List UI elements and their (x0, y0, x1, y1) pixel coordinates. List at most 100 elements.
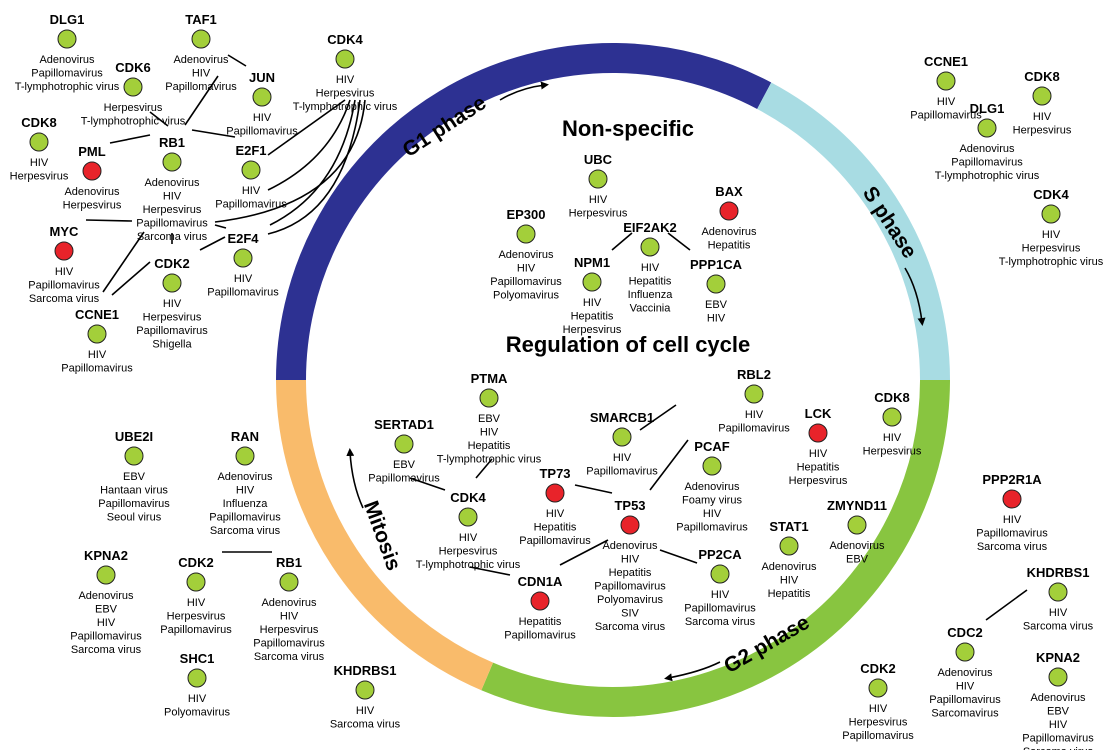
gene-name: CDK6 (115, 60, 150, 75)
virus-label: T-lymphotrophic virus (293, 101, 398, 113)
gene-dot-green (191, 29, 211, 49)
virus-label: HIV (883, 432, 902, 444)
edge-myc-papilloma (85, 219, 133, 222)
virus-label: Adenovirus (498, 249, 554, 261)
gene-dot-green (124, 446, 144, 466)
gene-dot-green (279, 572, 299, 592)
gene-name: PML (78, 144, 106, 159)
virus-label: EBV (1047, 706, 1070, 718)
virus-label: Papillomavirus (160, 624, 232, 636)
virus-label: Foamy virus (682, 495, 742, 507)
virus-label: T-lymphotrophic virus (416, 559, 521, 571)
edge-khdrbs1-cdc2 (985, 589, 1028, 621)
edge-cdk4-e2f4-d (214, 99, 366, 223)
edge-ccne1-rb1-a (102, 231, 145, 293)
virus-label: Hantaan virus (100, 485, 168, 497)
virus-label: Papillomavirus (215, 199, 287, 211)
virus-label: HIV (780, 575, 799, 587)
virus-label: Sarcoma virus (210, 525, 281, 537)
virus-label: HIV (517, 263, 536, 275)
gene-dot-green (355, 680, 375, 700)
gene-name: RBL2 (737, 367, 771, 382)
gene-node-kpna2_br: KPNA2AdenovirusEBVHIVPapillomavirusSarco… (1022, 650, 1094, 750)
mitosis-arrow (346, 448, 364, 509)
virus-label: T-lymphotrophic virus (15, 81, 120, 93)
virus-label: HIV (621, 554, 640, 566)
virus-label: Adenovirus (217, 471, 273, 483)
gene-dot-green (394, 434, 414, 454)
virus-label: Papillomavirus (504, 630, 576, 642)
virus-label: Papillomavirus (976, 528, 1048, 540)
virus-label: Sarcoma virus (1023, 621, 1094, 633)
virus-label: Herpesvirus (167, 611, 226, 623)
virus-label: Sarcoma virus (254, 651, 325, 663)
virus-label: Papillomavirus (718, 423, 790, 435)
virus-label: Hepatitis (609, 567, 652, 579)
gene-dot-red (530, 591, 550, 611)
gene-name: SMARCB1 (590, 410, 654, 425)
virus-label: Herpesvirus (439, 546, 498, 558)
gene-dot-green (582, 272, 602, 292)
virus-label: EBV (478, 413, 501, 425)
virus-label: HIV (192, 68, 211, 80)
virus-label: Sarcoma virus (977, 541, 1048, 553)
edge-tp53-cdn1a (559, 539, 609, 566)
gene-name: DLG1 (50, 12, 85, 27)
virus-label: HIV (703, 508, 722, 520)
virus-label: EBV (846, 554, 869, 566)
virus-label: Papillomavirus (28, 280, 100, 292)
virus-label: Papillomavirus (676, 522, 748, 534)
gene-node-ep300: EP300AdenovirusHIVPapillomavirusPolyomav… (490, 207, 562, 302)
gene-name: TP73 (539, 466, 570, 481)
virus-label: HIV (97, 617, 116, 629)
virus-label: Herpesvirus (316, 88, 375, 100)
virus-label: Herpesvirus (143, 312, 202, 324)
virus-label: Adenovirus (1030, 692, 1086, 704)
virus-label: Herpesvirus (143, 204, 202, 216)
virus-label: Influenza (223, 498, 269, 510)
gene-dot-green (96, 565, 116, 585)
virus-label: Papillomavirus (136, 325, 208, 337)
gene-dot-green (977, 118, 997, 138)
virus-label: Sarcoma virus (1023, 746, 1094, 750)
gene-nodes: DLG1AdenovirusPapillomavirusT-lymphotrop… (10, 12, 1104, 750)
gene-dot-green (335, 49, 355, 69)
virus-label: HIV (711, 589, 730, 601)
gene-dot-red (545, 483, 565, 503)
virus-label: Papillomavirus (684, 603, 756, 615)
edge-cdk2-e2f4 (199, 236, 226, 251)
virus-label: Papillomavirus (490, 276, 562, 288)
gene-name: CDK4 (450, 490, 486, 505)
gene-dot-green (1041, 204, 1061, 224)
virus-label: Adenovirus (39, 54, 95, 66)
virus-label: HIV (613, 452, 632, 464)
virus-label: Adenovirus (684, 481, 740, 493)
gene-name: CCNE1 (75, 307, 119, 322)
gene-name: BAX (715, 184, 743, 199)
gene-dot-red (54, 241, 74, 261)
gene-dot-red (808, 423, 828, 443)
gene-dot-green (706, 274, 726, 294)
virus-label: HIV (707, 313, 726, 325)
virus-label: Adenovirus (261, 597, 317, 609)
virus-label: Herpesvirus (563, 324, 622, 336)
virus-label: Papillomavirus (61, 363, 133, 375)
